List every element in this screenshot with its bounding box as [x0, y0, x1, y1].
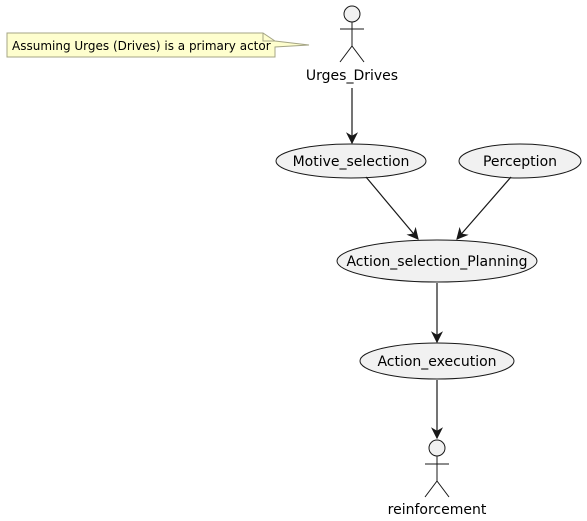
- actor-label: Urges_Drives: [306, 68, 398, 84]
- usecase-label: Action_selection_Planning: [346, 254, 527, 270]
- note: Assuming Urges (Drives) is a primary act…: [6, 32, 310, 58]
- actor-figure-icon: [424, 439, 450, 498]
- usecase-perception[interactable]: Perception: [458, 143, 582, 179]
- usecase-ellipse: [336, 239, 538, 283]
- note-fold: [262, 33, 275, 42]
- actor-label: reinforcement: [388, 502, 487, 518]
- note-text: Assuming Urges (Drives) is a primary act…: [12, 39, 271, 53]
- actor-reinforcement[interactable]: reinforcement: [388, 439, 487, 518]
- usecase-label: Motive_selection: [293, 154, 410, 170]
- edge-motive-to-action-selection: [365, 176, 419, 240]
- usecase-ellipse: [458, 143, 582, 179]
- usecase-label: Perception: [483, 154, 557, 170]
- actor-urges-drives[interactable]: Urges_Drives: [306, 5, 398, 84]
- edge-perception-to-action-selection: [456, 176, 512, 240]
- usecase-action-selection-planning[interactable]: Action_selection_Planning: [336, 239, 538, 283]
- usecase-action-execution[interactable]: Action_execution: [359, 342, 515, 380]
- usecase-label: Action_execution: [377, 354, 496, 370]
- note-shape: [6, 32, 310, 58]
- actor-figure-icon: [339, 5, 365, 63]
- usecase-motive-selection[interactable]: Motive_selection: [275, 143, 427, 179]
- edges: [346, 88, 512, 440]
